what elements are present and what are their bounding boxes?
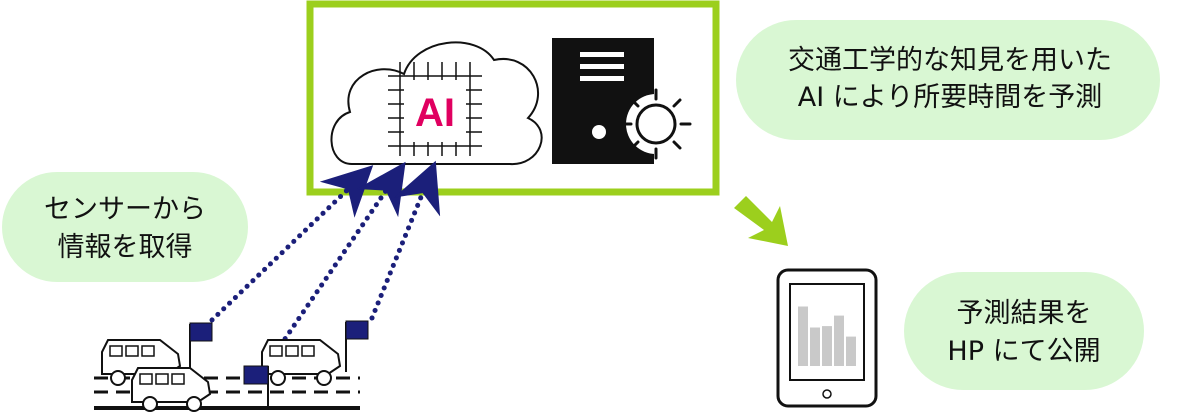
- van-icon: [261, 339, 342, 386]
- ai-label: AI: [415, 91, 455, 135]
- bar-chart-icon: [798, 306, 856, 366]
- gear-icon: [620, 88, 692, 160]
- sensor-flag-icon: [345, 320, 369, 372]
- sensor-flag-icon: [189, 322, 213, 372]
- van-icon: [101, 339, 182, 386]
- chart-bar: [834, 315, 844, 366]
- publish-bubble-line2: HP にて公開: [947, 336, 1100, 367]
- tablet-icon: [776, 268, 878, 408]
- prediction-bubble-shape: [736, 20, 1160, 140]
- ai-chip-icon: AI: [388, 62, 482, 156]
- data-flow-arrow-1: [209, 165, 374, 323]
- data-flow-arrow-3: [369, 160, 441, 321]
- chart-bar: [798, 306, 808, 366]
- down-right-arrow-icon: [734, 196, 788, 246]
- sensor-bubble: センサーから 情報を取得: [2, 172, 248, 282]
- chart-bar: [822, 326, 832, 366]
- publish-bubble-shape: [904, 272, 1144, 390]
- sensor-bubble-line1: センサーから: [44, 194, 206, 225]
- prediction-bubble-line1: 交通工学的な知見を用いた: [788, 45, 1112, 76]
- van-icon: [131, 367, 212, 412]
- sensor-flag-icon: [243, 365, 269, 410]
- chart-bar: [846, 336, 856, 366]
- publish-bubble-line1: 予測結果を: [957, 298, 1092, 329]
- prediction-bubble: 交通工学的な知見を用いた AI により所要時間を予測: [736, 20, 1160, 140]
- ai-system-frame: [306, 0, 720, 196]
- publish-bubble: 予測結果を HP にて公開: [904, 272, 1144, 390]
- prediction-bubble-line2: AI により所要時間を予測: [798, 82, 1102, 113]
- sensor-bubble-line2: 情報を取得: [58, 232, 193, 263]
- chart-bar: [810, 327, 820, 366]
- data-flow-arrows: [209, 160, 441, 355]
- data-flow-arrow-2: [273, 161, 406, 355]
- sensor-bubble-shape: [2, 172, 248, 282]
